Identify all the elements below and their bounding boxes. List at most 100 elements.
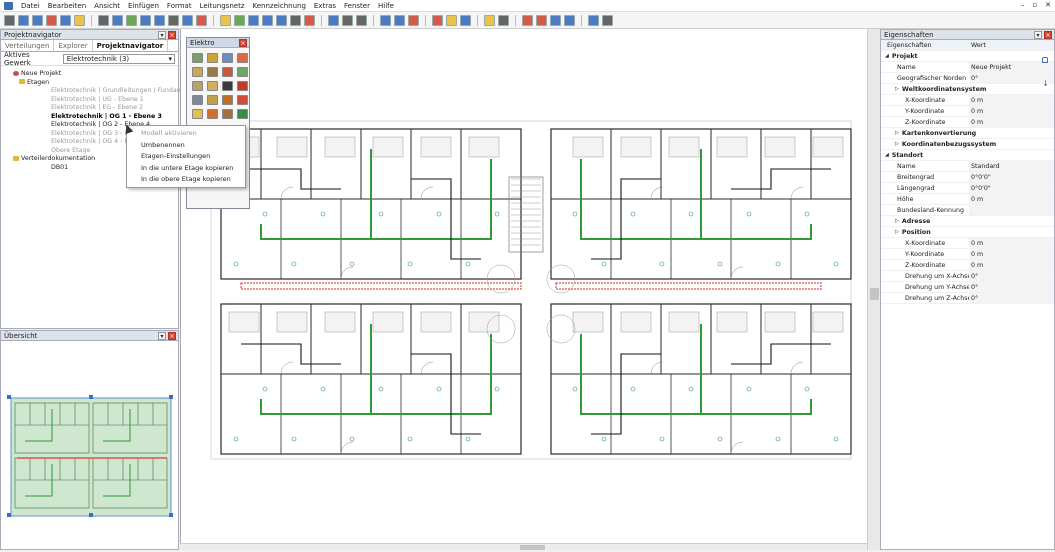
toolbar-button[interactable]: [432, 14, 443, 26]
pin-icon[interactable]: ▾: [158, 332, 166, 340]
tab-explorer[interactable]: Explorer: [54, 40, 93, 51]
expand-icon[interactable]: ▷: [895, 141, 899, 147]
toolbar-button[interactable]: [112, 14, 123, 26]
property-value[interactable]: 0 m: [969, 238, 1054, 248]
electrical-symbol-icon[interactable]: [237, 81, 248, 91]
toolbar-button[interactable]: [248, 14, 259, 26]
context-menu-item[interactable]: In die untere Etage kopieren: [141, 163, 234, 172]
tree-item[interactable]: Elektrotechnik | Grundleitungen / Fundam…: [1, 87, 197, 96]
electrical-symbol-icon[interactable]: [192, 95, 203, 105]
vertical-scrollbar[interactable]: [867, 29, 880, 550]
electrical-symbol-icon[interactable]: [222, 81, 233, 91]
tree-item[interactable]: DB01: [1, 164, 178, 173]
property-row[interactable]: ◢Projekt: [881, 51, 1054, 62]
electrical-symbol-icon[interactable]: [237, 95, 248, 105]
toolbar-button[interactable]: [234, 14, 245, 26]
horizontal-scrollbar[interactable]: [180, 543, 867, 550]
expand-icon[interactable]: ◢: [885, 53, 889, 59]
electrical-symbol-icon[interactable]: [192, 109, 203, 119]
toolbar-button[interactable]: [522, 14, 533, 26]
active-trade-select[interactable]: Elektrotechnik (3): [62, 53, 175, 64]
expand-icon[interactable]: ▷: [895, 229, 899, 235]
electrical-symbol-icon[interactable]: [207, 53, 218, 63]
menu-datei[interactable]: Datei: [21, 1, 40, 10]
electrical-symbol-icon[interactable]: [222, 109, 233, 119]
expand-icon[interactable]: ▷: [895, 218, 899, 224]
toolbar-button[interactable]: [182, 14, 193, 26]
tree-item[interactable]: Elektrotechnik | OG 4 - Ebene 6: [1, 138, 178, 147]
toolbar-button[interactable]: [196, 14, 207, 26]
menu-leitungsnetz[interactable]: Leitungsnetz: [199, 1, 245, 10]
toolbar-button[interactable]: [588, 14, 599, 26]
property-value[interactable]: 0 m: [969, 249, 1054, 259]
context-menu-item[interactable]: Umbenennen: [141, 140, 185, 149]
expand-icon[interactable]: ▷: [895, 86, 899, 92]
electrical-symbol-icon[interactable]: [222, 53, 233, 63]
close-icon[interactable]: ×: [1044, 31, 1052, 39]
toolbar-button[interactable]: [328, 14, 339, 26]
expand-icon[interactable]: ▷: [895, 130, 899, 136]
property-value[interactable]: 0 m: [969, 95, 1054, 105]
toolbar-button[interactable]: [498, 14, 509, 26]
menu-kennzeichnung[interactable]: Kennzeichnung: [252, 1, 306, 10]
tab-projektnavigator[interactable]: Projektnavigator: [92, 40, 169, 51]
tree-item[interactable]: Etagen: [1, 79, 178, 88]
toolbar-button[interactable]: [168, 14, 179, 26]
property-value[interactable]: 0°: [969, 73, 1054, 83]
close-icon[interactable]: ×: [168, 31, 176, 39]
property-value[interactable]: 0 m: [969, 260, 1054, 270]
floor-plan[interactable]: [181, 29, 868, 550]
pin-icon[interactable]: ▾: [1034, 31, 1042, 39]
toolbar-button[interactable]: [380, 14, 391, 26]
electrical-symbol-icon[interactable]: [192, 53, 203, 63]
electrical-symbol-icon[interactable]: [222, 95, 233, 105]
toolbar-button[interactable]: [550, 14, 561, 26]
expand-icon[interactable]: ◢: [885, 152, 889, 158]
toolbar-button[interactable]: [304, 14, 315, 26]
electrical-symbol-icon[interactable]: [237, 67, 248, 77]
electrical-symbol-icon[interactable]: [207, 95, 218, 105]
property-row[interactable]: ▷Position: [881, 227, 1054, 238]
context-menu-item[interactable]: In die obere Etage kopieren: [141, 175, 231, 183]
property-value[interactable]: 0°: [969, 293, 1054, 303]
overview-viewport[interactable]: [10, 397, 172, 517]
toolbar-button[interactable]: [262, 14, 273, 26]
restore-icon[interactable]: ▫: [1032, 1, 1038, 9]
toolbar-button[interactable]: [154, 14, 165, 26]
close-icon[interactable]: ×: [239, 39, 247, 47]
property-row[interactable]: ▷Kartenkonvertierung: [881, 128, 1054, 139]
context-menu-item[interactable]: Modell aktivieren: [141, 129, 197, 137]
electrical-symbol-icon[interactable]: [237, 53, 248, 63]
electrical-symbol-icon[interactable]: [192, 67, 203, 77]
toolbar-button[interactable]: [60, 14, 71, 26]
property-value[interactable]: Neue Projekt: [969, 62, 1054, 72]
menu-einfügen[interactable]: Einfügen: [128, 1, 159, 10]
close-icon[interactable]: ✕: [1045, 1, 1051, 9]
property-value[interactable]: 0 m: [969, 194, 1054, 204]
property-value[interactable]: Standard: [969, 161, 1054, 171]
menu-hilfe[interactable]: Hilfe: [377, 1, 394, 10]
menu-fenster[interactable]: Fenster: [344, 1, 370, 10]
property-value[interactable]: 0°0'0": [969, 172, 1054, 182]
menu-extras[interactable]: Extras: [313, 1, 337, 10]
context-menu-item[interactable]: Etagen-Einstellungen: [141, 152, 211, 160]
overview-minimap[interactable]: [1, 341, 178, 549]
property-row[interactable]: ▷Koordinatenbezugssystem: [881, 139, 1054, 150]
tree-item[interactable]: Neue Projekt: [1, 70, 178, 79]
toolbar-button[interactable]: [602, 14, 613, 26]
electrical-symbol-icon[interactable]: [207, 81, 218, 91]
toolbar-button[interactable]: [126, 14, 137, 26]
toolbar-button[interactable]: [394, 14, 405, 26]
pin-icon[interactable]: ▾: [158, 31, 166, 39]
toolbar-button[interactable]: [446, 14, 457, 26]
electrical-symbol-icon[interactable]: [207, 109, 218, 119]
toolbar-button[interactable]: [342, 14, 353, 26]
